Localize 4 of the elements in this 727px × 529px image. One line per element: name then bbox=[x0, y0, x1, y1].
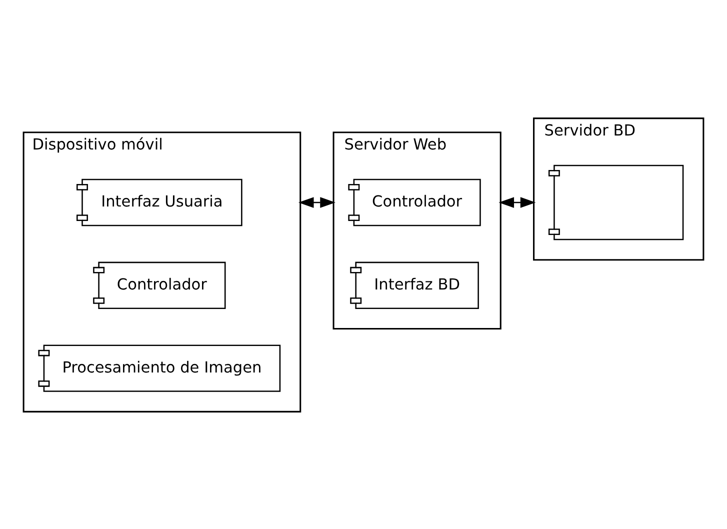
node-component bbox=[548, 164, 684, 240]
arrow bbox=[498, 196, 536, 208]
arrow bbox=[298, 196, 336, 208]
cluster: Servidor BD bbox=[533, 117, 704, 260]
